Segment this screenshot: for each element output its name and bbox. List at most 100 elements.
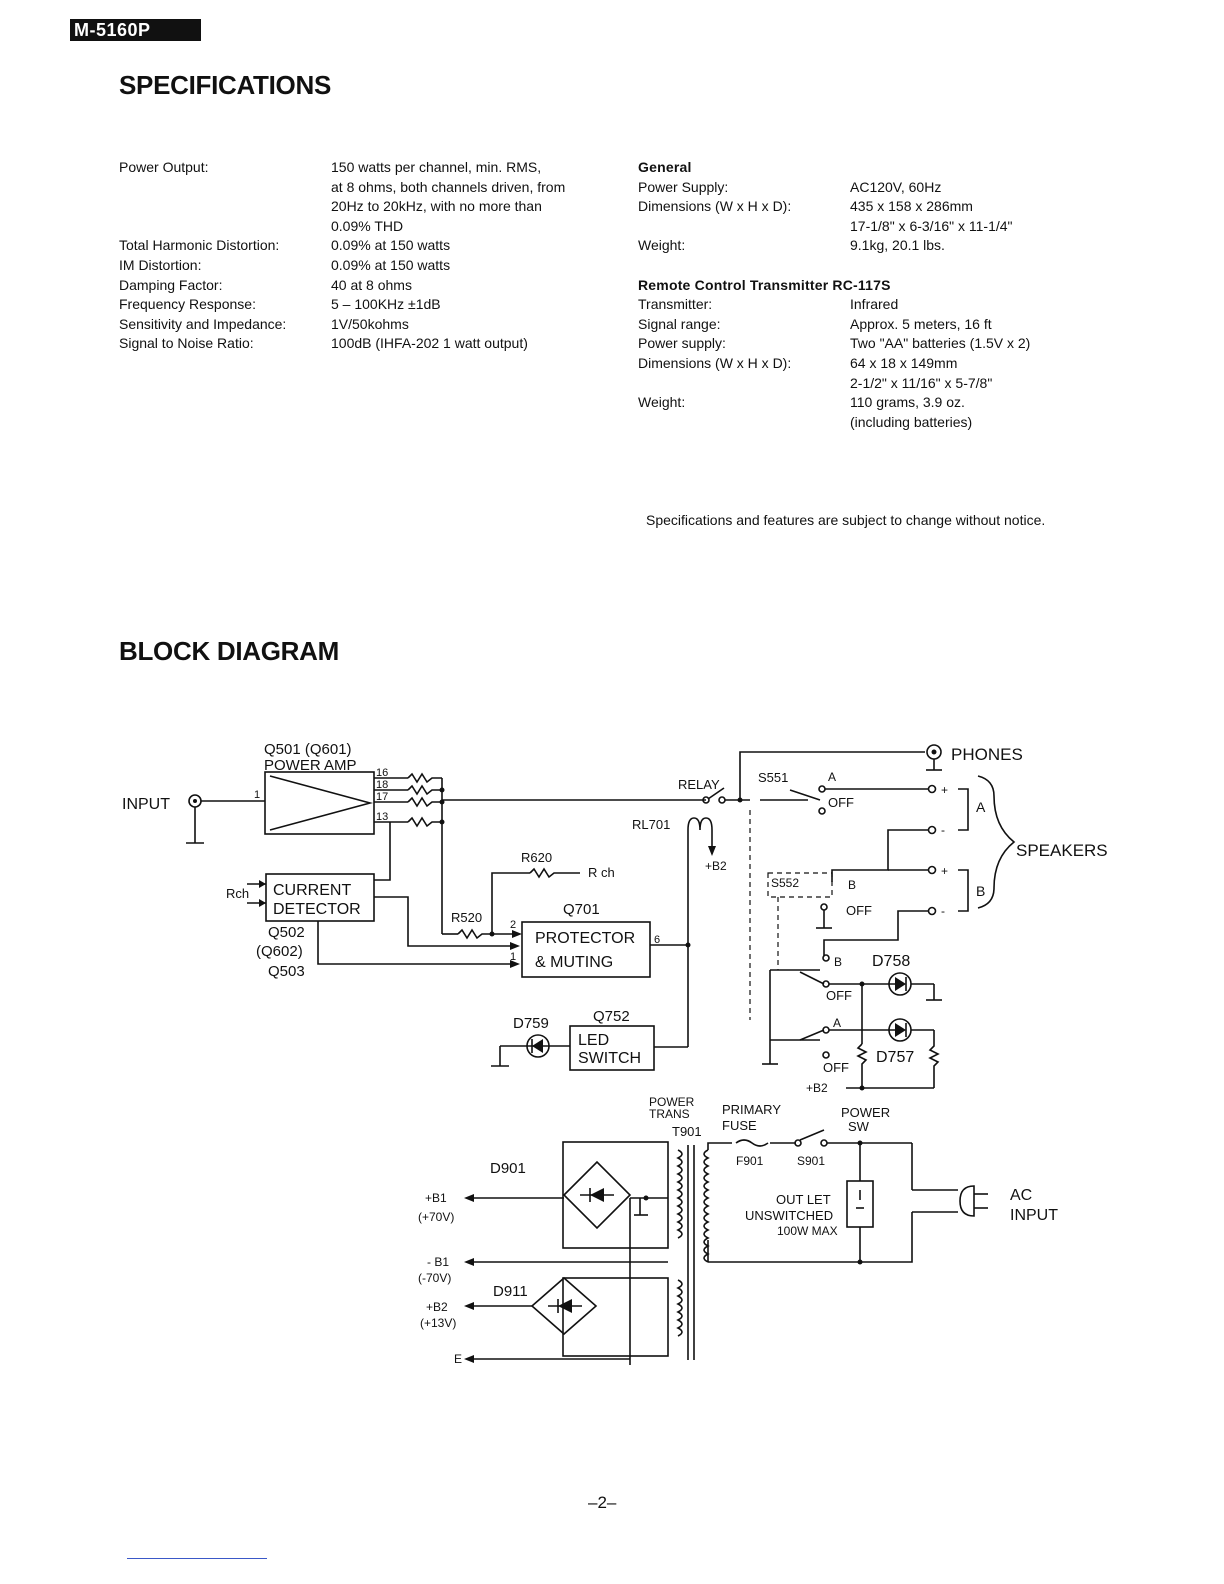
speaker-b-label: B	[976, 883, 985, 899]
spec-row: Dimensions (W x H x D):64 x 18 x 149mm	[638, 354, 1080, 374]
spec-value: Approx. 5 meters, 16 ft	[850, 315, 992, 332]
spec-label: Power Output:	[119, 159, 209, 175]
spec-value: 9.1kg, 20.1 lbs.	[850, 237, 945, 254]
spec-value: 20Hz to 20kHz, with no more than	[331, 198, 542, 215]
power-trans-label-1: POWER	[649, 1095, 695, 1109]
spec-row: IM Distortion:0.09% at 150 watts	[119, 256, 596, 276]
terminal-plus-1: +	[941, 783, 948, 797]
spec-value: AC120V, 60Hz	[850, 178, 942, 195]
power-trans-label-2: TRANS	[649, 1107, 690, 1121]
power-amp-block	[264, 771, 375, 835]
led-b-label: B	[834, 955, 842, 969]
b2-plus-label: +B2	[426, 1300, 448, 1314]
spec-label	[638, 413, 850, 433]
spec-label: Frequency Response:	[119, 296, 256, 313]
block-diagram: Q501 (Q601) POWER AMP INPUT 1 16 18 17 1…	[122, 741, 1108, 1366]
spec-row: Weight: 110 grams, 3.9 oz.	[638, 393, 1080, 413]
led-off-2-label: OFF	[823, 1060, 849, 1075]
led-label: LED	[578, 1032, 609, 1049]
pin-1-label: 1	[254, 789, 260, 801]
amplifier-specs: Power Output:150 watts per channel, min.…	[119, 158, 596, 354]
led-off-label: OFF	[826, 988, 852, 1003]
s552-b-label: B	[848, 878, 856, 892]
spec-label: Signal to Noise Ratio:	[119, 335, 254, 352]
q501-label: Q501 (Q601)	[264, 741, 352, 758]
block-diagram-title: BLOCK DIAGRAM	[119, 636, 339, 666]
spec-label: Dimensions (W x H x D):	[638, 198, 792, 215]
spec-label: Weight:	[638, 394, 686, 411]
specifications-title: SPECIFICATIONS	[119, 70, 332, 100]
d911-bridge-icon	[530, 1276, 598, 1336]
relay-label: RELAY	[678, 777, 720, 792]
spec-value: 5 – 100KHz ±1dB	[331, 296, 441, 313]
d901-label: D901	[490, 1160, 526, 1177]
spec-row: 2-1/2" x 11/16" x 5-7/8"	[638, 374, 1080, 394]
spec-value: 0.09% at 150 watts	[331, 256, 451, 273]
s551-label: S551	[758, 770, 788, 785]
switch-label: SWITCH	[578, 1050, 641, 1067]
terminal-minus-1: -	[941, 823, 945, 837]
muting-label: & MUTING	[535, 954, 613, 971]
terminal-minus-2: -	[941, 904, 945, 918]
q701-label: Q701	[563, 901, 600, 918]
spec-row: at 8 ohms, both channels driven, from	[119, 178, 596, 198]
spec-label: Sensitivity and Impedance:	[119, 315, 287, 332]
spec-row: 0.09% THD	[119, 217, 596, 237]
spec-label: Signal range:	[638, 315, 721, 332]
primary-label: PRIMARY	[722, 1102, 781, 1117]
e-label: E	[454, 1352, 462, 1366]
rch-r620-label: R ch	[588, 865, 615, 880]
spec-label	[119, 217, 331, 237]
protector-label: PROTECTOR	[535, 930, 635, 947]
power-sw-label-2: SW	[848, 1119, 870, 1134]
r520-label: R520	[451, 910, 482, 925]
b1-minus-label: - B1	[427, 1255, 449, 1269]
outlet-label-3: 100W MAX	[777, 1224, 838, 1238]
d759-led-icon	[526, 1034, 550, 1058]
spec-value: Infrared	[850, 296, 899, 313]
model-badge: M-5160P	[70, 19, 201, 41]
speakers-label: SPEAKERS	[1016, 841, 1108, 860]
pin-13-label: 13	[376, 811, 388, 823]
s552-off-label: OFF	[846, 903, 872, 918]
spec-value: Two "AA" batteries (1.5V x 2)	[850, 335, 1031, 352]
spec-row: Power supply: Two "AA" batteries (1.5V x …	[638, 334, 1080, 354]
q502-label: Q502	[268, 924, 305, 941]
b2-relay-label: +B2	[705, 859, 727, 873]
s901-label: S901	[797, 1154, 825, 1168]
page-number: –2–	[588, 1493, 617, 1512]
fuse-label: FUSE	[722, 1118, 757, 1133]
transformer-secondary-2	[676, 1279, 683, 1337]
d759-label: D759	[513, 1015, 549, 1032]
f901-label: F901	[736, 1154, 764, 1168]
led-a-label: A	[833, 1016, 841, 1030]
spec-label: Weight:	[638, 237, 686, 254]
spec-row: 17-1/8" x 6-3/16" x 11-1/4"	[638, 217, 1080, 237]
spec-value: 1V/50kohms	[331, 315, 409, 332]
spec-row: Signal to Noise Ratio:100dB (IHFA-202 1 …	[119, 334, 596, 354]
pin-16-label: 16	[376, 767, 388, 779]
spec-value: 110 grams, 3.9 oz.	[850, 394, 965, 411]
footer-rule	[127, 1558, 267, 1559]
spec-value: 40 at 8 ohms	[331, 276, 412, 293]
power-amp-label: POWER AMP	[264, 757, 357, 774]
led-switch-block	[569, 1025, 655, 1071]
d758-label: D758	[872, 953, 910, 970]
spec-row: Power Supply:AC120V, 60Hz	[638, 178, 1080, 198]
spec-label: Transmitter:	[638, 296, 713, 313]
spec-row: Sensitivity and Impedance: 1V/50kohms	[119, 315, 596, 335]
spec-value: 0.09% THD	[331, 217, 404, 234]
outlet-label-2: UNSWITCHED	[745, 1208, 833, 1223]
spec-value: 0.09% at 150 watts	[331, 237, 451, 254]
spec-row: Signal range: Approx. 5 meters, 16 ft	[638, 315, 1080, 335]
spec-value: 435 x 158 x 286mm	[850, 198, 973, 215]
terminal-plus-2: +	[941, 864, 948, 878]
t901-label: T901	[672, 1124, 702, 1139]
spec-label: Dimensions (W x H x D):	[638, 354, 792, 371]
protector-muting-block	[521, 921, 651, 978]
spec-label: Power supply:	[638, 335, 726, 352]
b2-led-label: +B2	[806, 1081, 828, 1095]
spec-row: Damping Factor:40 at 8 ohms	[119, 276, 596, 296]
